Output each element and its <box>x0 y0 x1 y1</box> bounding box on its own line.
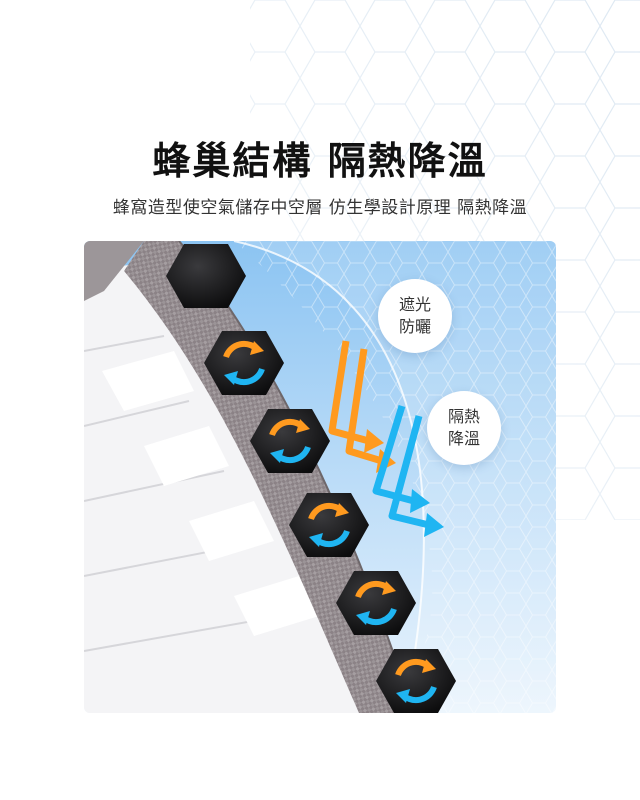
badge-insulation: 隔熱 降溫 <box>427 391 501 465</box>
badge-shading-line1: 遮光 <box>398 295 431 314</box>
blue-arrow-icon <box>372 404 430 529</box>
badge-insulation-line1: 隔熱 <box>447 407 480 426</box>
hex-cell <box>376 649 456 713</box>
hex-cell <box>250 409 330 473</box>
badge-shading: 遮光 防曬 <box>378 279 452 353</box>
hex-cell <box>289 493 369 557</box>
hexagon-cells <box>166 244 456 713</box>
page-title: 蜂巢結構 隔熱降溫 <box>152 139 488 183</box>
hex-cell <box>336 571 416 635</box>
honeycomb-illustration: 遮光 防曬 隔熱 降溫 <box>84 241 556 713</box>
badge-insulation-line2: 降溫 <box>447 429 480 448</box>
hex-cell <box>204 331 284 395</box>
orange-arrow-icon <box>328 340 384 465</box>
page-subtitle: 蜂窩造型使空氣儲存中空層 仿生學設計原理 隔熱降溫 <box>112 198 528 218</box>
badge-shading-line2: 防曬 <box>398 317 431 336</box>
